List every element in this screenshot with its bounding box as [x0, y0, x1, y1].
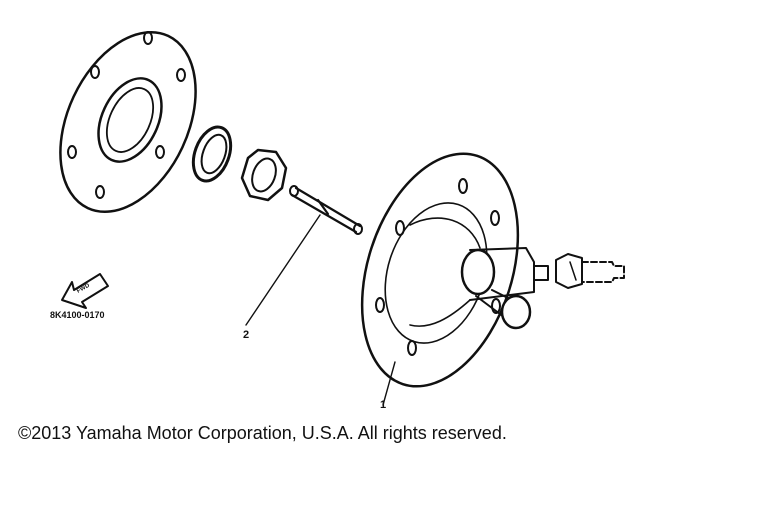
callout-part-1: 1 — [380, 399, 386, 411]
callout-part-2: 2 — [243, 329, 249, 341]
exploded-parts-diagram: 2 1 8K4100-0170 FWD — [50, 30, 625, 411]
seal-ring — [191, 125, 233, 183]
copyright-notice: ©2013 Yamaha Motor Corporation, U.S.A. A… — [18, 423, 507, 443]
front-arrow-icon — [61, 273, 109, 309]
flange-plate — [59, 30, 197, 214]
drive-shaft-end — [555, 253, 625, 289]
pin — [245, 185, 363, 326]
lock-nut — [240, 148, 288, 202]
drive-hub — [360, 152, 549, 406]
drawing-code: 8K4100-0170 — [50, 310, 105, 320]
